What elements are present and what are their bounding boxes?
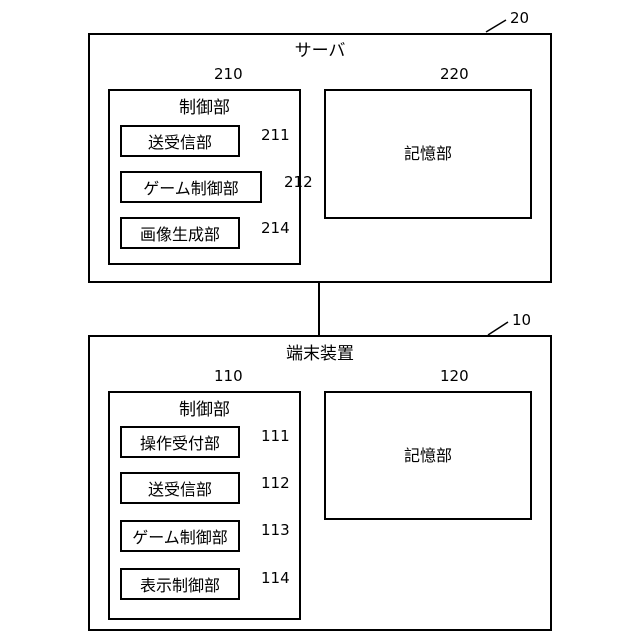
server-module-image-gen: 画像生成部 (120, 217, 240, 249)
server-control-title: 制御部 (110, 99, 299, 117)
server-module-transceiver: 送受信部 (120, 125, 240, 157)
terminal-title: 端末装置 (90, 345, 550, 363)
terminal-module-transceiver-ref: 112 (261, 475, 290, 491)
terminal-module-game-control: ゲーム制御部 (120, 520, 240, 552)
terminal-module-transceiver: 送受信部 (120, 472, 240, 504)
server-storage-label: 記憶部 (404, 145, 452, 163)
terminal-storage-ref: 120 (440, 368, 469, 384)
server-module-transceiver-ref: 211 (261, 127, 290, 143)
leader-20 (486, 20, 506, 32)
leader-10 (488, 322, 508, 335)
server-storage-ref: 220 (440, 66, 469, 82)
server-title: サーバ (90, 42, 550, 60)
server-ref: 20 (510, 10, 529, 26)
terminal-storage-label: 記憶部 (404, 447, 452, 465)
terminal-ref: 10 (512, 312, 531, 328)
terminal-module-display-control: 表示制御部 (120, 568, 240, 600)
server-module-game-control-ref: 212 (284, 174, 313, 190)
server-module-image-gen-ref: 214 (261, 220, 290, 236)
server-control-ref: 210 (214, 66, 243, 82)
terminal-storage-box: 記憶部 (324, 391, 532, 520)
terminal-control-title: 制御部 (110, 401, 299, 419)
server-storage-box: 記憶部 (324, 89, 532, 219)
terminal-module-operation-input: 操作受付部 (120, 426, 240, 458)
terminal-control-ref: 110 (214, 368, 243, 384)
server-module-game-control: ゲーム制御部 (120, 171, 262, 203)
terminal-module-display-control-ref: 114 (261, 570, 290, 586)
terminal-module-operation-input-ref: 111 (261, 428, 290, 444)
terminal-module-game-control-ref: 113 (261, 522, 290, 538)
